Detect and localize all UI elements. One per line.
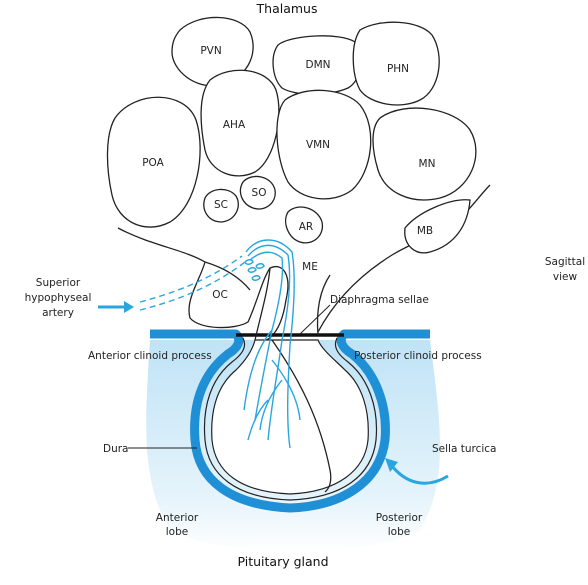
artery-arrowhead-icon xyxy=(124,301,134,313)
label-posterior-lobe-1: Posterior xyxy=(376,512,423,524)
pituitary-gland-outline xyxy=(211,339,369,495)
sella-turcica-arrow-icon xyxy=(390,465,449,485)
label-dura: Dura xyxy=(103,443,129,455)
dura-inner-outline xyxy=(203,337,378,501)
label-sella-turcica: Sella turcica xyxy=(432,443,497,455)
pituitary-stalk-right xyxy=(316,274,331,336)
label-mb: MB xyxy=(417,225,433,237)
superior-hypophyseal-artery-2 xyxy=(139,255,243,303)
label-anterior-clinoid: Anterior clinoid process xyxy=(88,350,212,362)
nucleus-so xyxy=(239,175,276,210)
hypothalamus-outline xyxy=(117,227,289,343)
title-pituitary-gland: Pituitary gland xyxy=(237,554,328,569)
nucleus-mn xyxy=(372,107,477,201)
portal-vessels xyxy=(243,239,301,449)
label-pvn: PVN xyxy=(200,45,221,57)
nucleus-mb xyxy=(404,199,471,254)
pituitary-stalk xyxy=(254,267,271,341)
superior-hypophyseal-artery xyxy=(139,261,246,311)
nucleus-phn xyxy=(352,21,440,106)
label-ar: AR xyxy=(299,221,313,233)
label-aha: AHA xyxy=(223,119,246,131)
label-vmn: VMN xyxy=(306,139,330,151)
label-posterior-clinoid: Posterior clinoid process xyxy=(354,350,482,362)
label-anterior-lobe-1: Anterior xyxy=(156,512,199,524)
label-sc: SC xyxy=(214,199,228,211)
dura-layer xyxy=(150,329,430,513)
label-superior-artery-3: artery xyxy=(42,307,74,319)
nucleus-aha xyxy=(200,69,280,177)
label-phn: PHN xyxy=(387,63,409,75)
label-view: view xyxy=(553,271,578,283)
label-sagittal: Sagittal xyxy=(545,256,585,268)
label-mn: MN xyxy=(419,158,436,170)
label-dmn: DMN xyxy=(306,59,331,71)
title-thalamus: Thalamus xyxy=(256,1,318,16)
label-superior-artery-2: hypophyseal xyxy=(25,292,92,304)
lobe-divider xyxy=(271,339,332,493)
nucleus-sc xyxy=(203,188,239,223)
label-me: ME xyxy=(302,261,318,273)
optic-chiasm xyxy=(204,261,251,291)
nucleus-poa xyxy=(106,96,201,228)
diaphragma-leader xyxy=(299,304,331,335)
label-poa: POA xyxy=(142,157,164,169)
label-diaphragma-sellae: Diaphragma sellae xyxy=(330,294,429,306)
label-anterior-lobe-2: lobe xyxy=(166,526,188,538)
label-posterior-lobe-2: lobe xyxy=(388,526,410,538)
nucleus-vmn xyxy=(276,89,372,200)
label-superior-artery-1: Superior xyxy=(36,277,81,289)
sella-turcica-arrowhead-icon xyxy=(385,458,398,472)
label-oc: OC xyxy=(212,289,228,301)
nucleus-dmn xyxy=(272,35,362,95)
nucleus-ar xyxy=(285,206,324,244)
label-so: SO xyxy=(252,187,267,199)
